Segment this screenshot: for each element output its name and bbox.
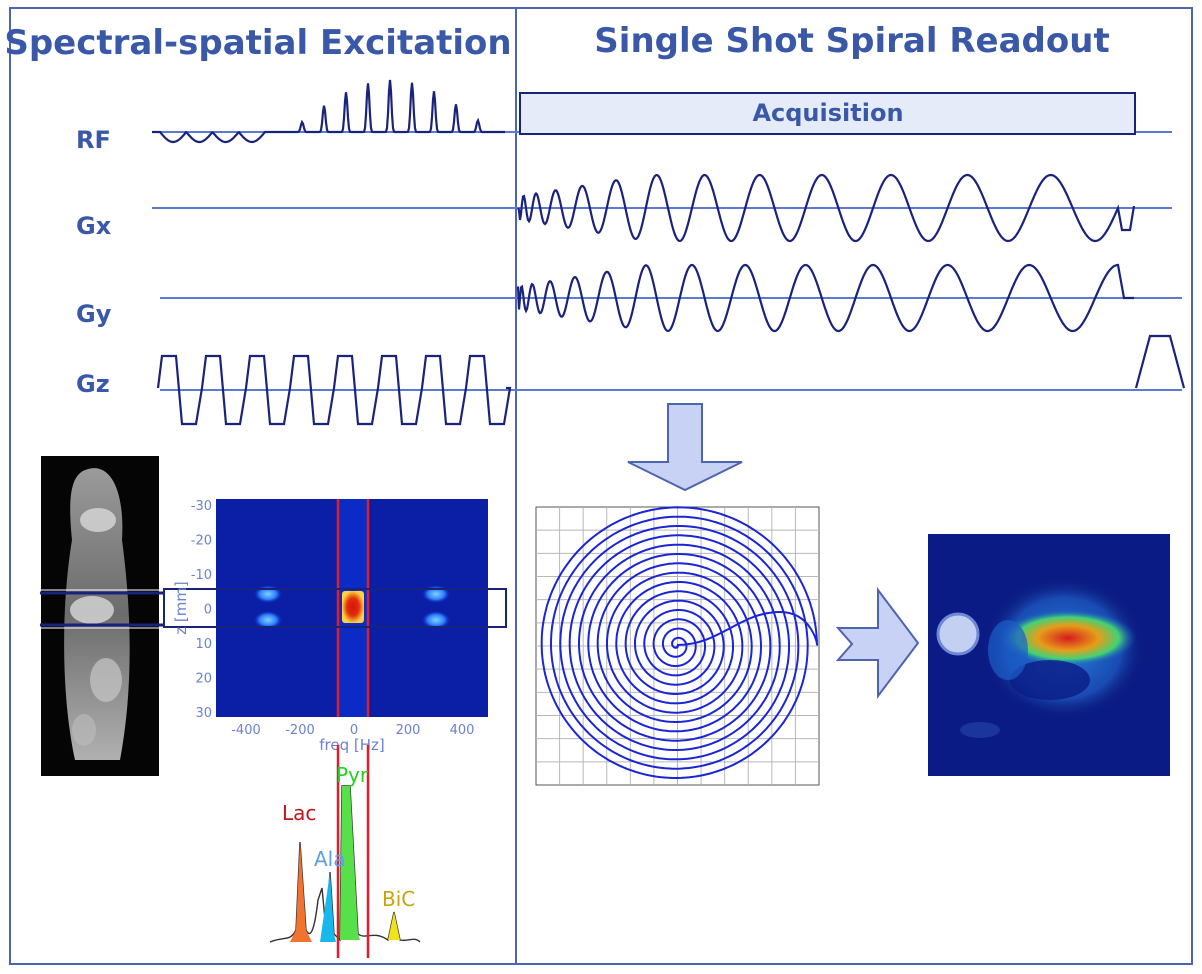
spectrum-plot bbox=[269, 745, 421, 958]
mouse-mri-image bbox=[41, 456, 159, 776]
gy-label: Gy bbox=[76, 300, 112, 328]
heatmap-x-ticks: -400 -200 0 200 400 bbox=[231, 723, 474, 738]
rf-label: RF bbox=[76, 126, 111, 154]
peak-label-bic: BiC bbox=[382, 887, 415, 911]
down-arrow bbox=[627, 403, 743, 492]
gy-spiral-gradient bbox=[516, 263, 1134, 333]
slice-selection-box bbox=[163, 588, 507, 628]
acquisition-box bbox=[519, 92, 1136, 135]
peak-label-lac: Lac bbox=[282, 801, 316, 825]
peak-label-pyr: Pyr bbox=[336, 763, 369, 787]
heatmap-x-tick: -400 bbox=[231, 723, 261, 738]
gx-spiral-gradient bbox=[516, 173, 1136, 243]
heatmap-y-tick: -10 bbox=[191, 568, 212, 583]
heatmap-y-tick: -30 bbox=[191, 499, 212, 514]
heatmap-x-tick: 0 bbox=[350, 723, 358, 738]
gz-crusher-trapezoid bbox=[1134, 334, 1186, 389]
heatmap-x-tick: 200 bbox=[396, 723, 421, 738]
rf-pulse-train bbox=[152, 79, 505, 144]
metabolic-image bbox=[928, 534, 1170, 776]
gz-oscillating-gradient bbox=[156, 354, 512, 426]
left-panel-title: Spectral-spatial Excitation bbox=[4, 23, 511, 63]
heatmap-ylabel: z [mm] bbox=[172, 581, 190, 635]
heatmap-y-tick: -20 bbox=[191, 534, 212, 549]
heatmap-y-tick: 10 bbox=[195, 637, 212, 652]
right-panel-title: Single Shot Spiral Readout bbox=[594, 21, 1109, 61]
peak-label-ala: Ala bbox=[314, 847, 346, 871]
heatmap-y-ticks: -30 -20 -10 0 10 20 30 bbox=[191, 499, 212, 721]
right-arrow bbox=[835, 587, 920, 699]
gx-label: Gx bbox=[76, 212, 112, 240]
gz-label: Gz bbox=[76, 370, 110, 398]
spiral-trajectory bbox=[540, 506, 819, 779]
heatmap-x-tick: -200 bbox=[285, 723, 315, 738]
heatmap-x-tick: 400 bbox=[450, 723, 475, 738]
heatmap-xlabel: freq [Hz] bbox=[319, 736, 385, 754]
excitation-profile-heatmap bbox=[216, 499, 488, 717]
outer-frame bbox=[9, 7, 1193, 965]
acquisition-label: Acquisition bbox=[752, 99, 903, 127]
heatmap-y-tick: 20 bbox=[195, 672, 212, 687]
heatmap-y-tick: 30 bbox=[195, 706, 212, 721]
heatmap-y-tick: 0 bbox=[204, 603, 212, 618]
